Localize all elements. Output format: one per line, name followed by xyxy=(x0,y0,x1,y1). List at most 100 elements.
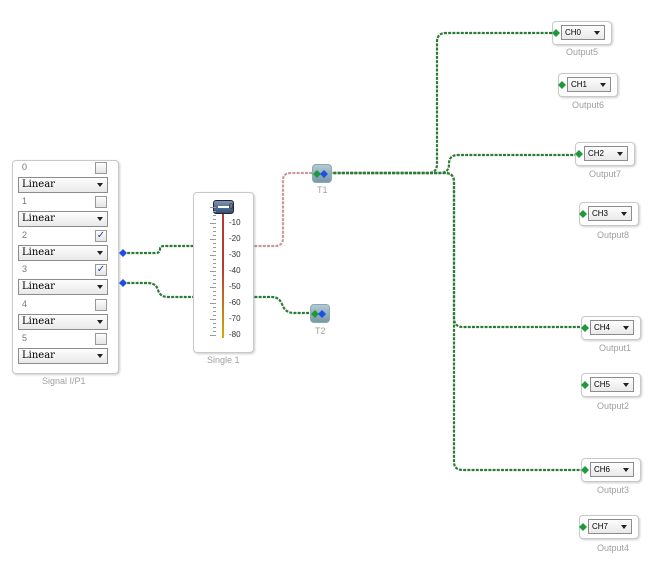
output-block[interactable]: CH5 xyxy=(581,373,641,397)
channel-mode-select[interactable]: Linear xyxy=(18,245,108,261)
output-channel-value: CH7 xyxy=(592,522,609,531)
chevron-down-icon xyxy=(600,83,606,87)
slider-tick-mark xyxy=(210,223,216,224)
output-input-port xyxy=(558,81,566,89)
channel-mode-select[interactable]: Linear xyxy=(18,348,108,364)
slider-knob[interactable] xyxy=(213,200,234,214)
t2-caption: T2 xyxy=(315,326,326,336)
output-input-port xyxy=(575,150,583,158)
channel-mode-value: Linear xyxy=(22,247,55,258)
channel-mode-select[interactable]: Linear xyxy=(18,314,108,330)
channel-enable-checkbox[interactable] xyxy=(95,333,107,345)
slider-scale-label: -50 xyxy=(229,282,241,291)
slider-tick-mark xyxy=(213,295,216,296)
slider-block[interactable]: 0-10-20-30-40-50-60-70-80 xyxy=(193,192,254,353)
output-input-port xyxy=(579,210,587,218)
output-channel-select[interactable]: CH4 xyxy=(590,320,634,335)
slider-tick-mark xyxy=(210,303,216,304)
port-in2-out xyxy=(119,249,127,257)
chevron-down-icon xyxy=(617,152,623,156)
output-block[interactable]: CH1 xyxy=(558,73,618,97)
channel-mode-value: Linear xyxy=(22,179,55,190)
chevron-down-icon xyxy=(97,183,103,187)
chevron-down-icon xyxy=(97,320,103,324)
wire-t1-ch6 xyxy=(325,171,582,472)
chevron-down-icon xyxy=(97,251,103,255)
channel-enable-checkbox[interactable] xyxy=(95,162,107,174)
port-in3-out xyxy=(119,279,127,287)
output-channel-select[interactable]: CH5 xyxy=(590,377,634,392)
wire-slider-t2 xyxy=(246,295,316,315)
signal-input-caption: Signal I/P1 xyxy=(42,376,86,386)
slider-tick-mark xyxy=(213,275,216,276)
slider-scale-label: -70 xyxy=(229,314,241,323)
output-block[interactable]: CH3 xyxy=(579,202,639,226)
slider-tick-mark xyxy=(213,243,216,244)
output-channel-select[interactable]: CH3 xyxy=(588,206,632,221)
channel-index-label: 1 xyxy=(22,196,28,206)
wire-in2-slider xyxy=(123,244,201,255)
slider-tick-mark xyxy=(213,299,216,300)
slider-tick-mark xyxy=(213,315,216,316)
chevron-down-icon xyxy=(623,468,629,472)
slider-tick-mark xyxy=(210,287,216,288)
chevron-down-icon xyxy=(97,217,103,221)
output-caption: Output6 xyxy=(572,100,605,110)
output-caption: Output1 xyxy=(599,343,632,353)
slider-tick-mark xyxy=(213,227,216,228)
channel-mode-select[interactable]: Linear xyxy=(18,279,108,295)
t2-node[interactable] xyxy=(310,304,330,323)
channel-mode-value: Linear xyxy=(22,213,55,224)
channel-index-label: 5 xyxy=(22,333,28,343)
slider-scale-label: -40 xyxy=(229,266,241,275)
t1-node[interactable] xyxy=(312,164,332,183)
slider-scale-label: -60 xyxy=(229,298,241,307)
channel-enable-checkbox[interactable]: ✓ xyxy=(95,230,107,242)
channel-mode-select[interactable]: Linear xyxy=(18,211,108,227)
slider-tick-mark xyxy=(213,327,216,328)
channel-mode-select[interactable]: Linear xyxy=(18,177,108,193)
slider-track[interactable] xyxy=(222,210,224,338)
slider-tick-mark xyxy=(213,311,216,312)
channel-enable-checkbox[interactable] xyxy=(95,299,107,311)
t2-ports xyxy=(311,310,326,318)
output-channel-select[interactable]: CH7 xyxy=(588,519,632,534)
output-channel-select[interactable]: CH0 xyxy=(561,25,605,40)
output-block[interactable]: CH7 xyxy=(579,515,639,539)
slider-tick-mark xyxy=(213,259,216,260)
output-input-port xyxy=(579,523,587,531)
output-channel-value: CH4 xyxy=(594,323,611,332)
output-block[interactable]: CH6 xyxy=(581,458,641,482)
slider-tick-mark xyxy=(213,251,216,252)
output-channel-value: CH0 xyxy=(565,28,582,37)
output-channel-value: CH3 xyxy=(592,209,609,218)
output-channel-value: CH2 xyxy=(588,149,605,158)
output-block[interactable]: CH0 xyxy=(552,21,612,45)
slider-tick-mark xyxy=(210,319,216,320)
slider-tick-mark xyxy=(213,263,216,264)
channel-enable-checkbox[interactable]: ✓ xyxy=(95,264,107,276)
output-channel-select[interactable]: CH6 xyxy=(590,462,634,477)
output-block[interactable]: CH2 xyxy=(575,142,635,166)
output-channel-value: CH5 xyxy=(594,380,611,389)
output-block[interactable]: CH4 xyxy=(581,316,641,340)
output-caption: Output5 xyxy=(566,47,599,57)
slider-tick-mark xyxy=(213,211,216,212)
t1-ports xyxy=(313,170,328,178)
chevron-down-icon xyxy=(623,326,629,330)
chevron-down-icon xyxy=(97,285,103,289)
slider-tick-mark xyxy=(210,271,216,272)
wire-in3-slider xyxy=(123,281,201,299)
output-caption: Output4 xyxy=(597,543,630,553)
output-channel-value: CH6 xyxy=(594,465,611,474)
channel-index-label: 4 xyxy=(22,299,28,309)
wire-slider-t1 xyxy=(246,171,317,248)
channel-enable-checkbox[interactable] xyxy=(95,196,107,208)
output-channel-select[interactable]: CH2 xyxy=(584,146,628,161)
slider-tick-mark xyxy=(213,283,216,284)
output-channel-select[interactable]: CH1 xyxy=(567,77,611,92)
